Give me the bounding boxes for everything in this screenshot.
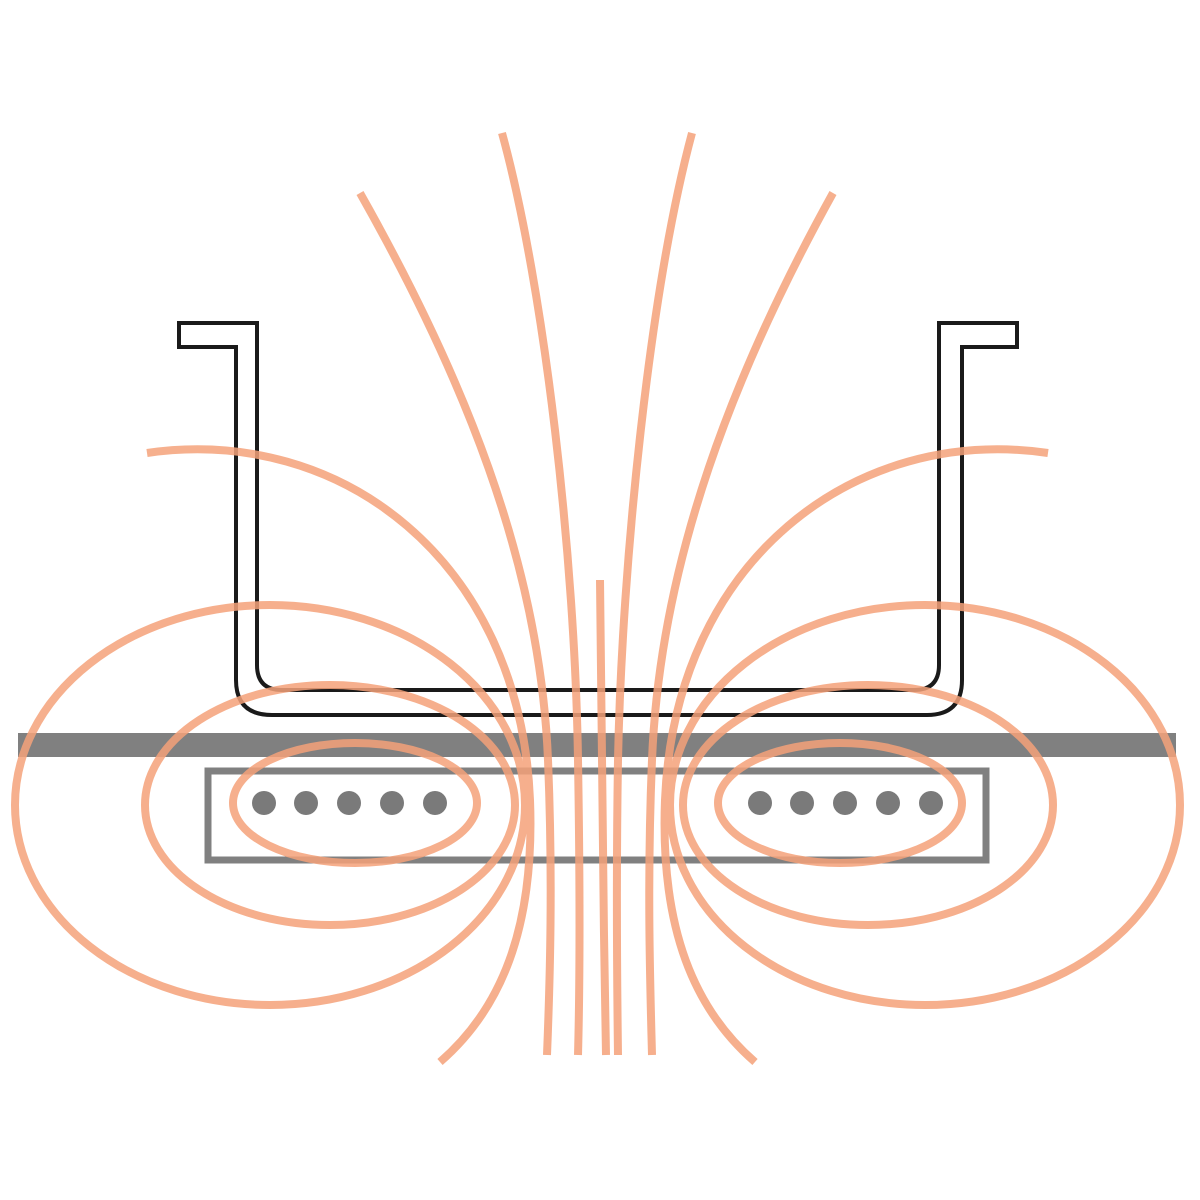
field-line-up-1 [356, 191, 555, 1056]
coil-winding-dot [252, 791, 276, 815]
coil-winding-dot [423, 791, 447, 815]
field-loop-left-middle [141, 681, 519, 929]
coil-winding-dot [337, 791, 361, 815]
field-loop-left-inner [229, 739, 481, 867]
coil-winding-dot [833, 791, 857, 815]
field-loop-right-outer [666, 601, 1184, 1009]
field-line-up-2 [498, 131, 584, 1056]
magnetic-field-lines [11, 131, 1184, 1066]
coil-windings-right [748, 791, 943, 815]
field-loop-right-middle [679, 681, 1057, 929]
coil-winding-dot [294, 791, 318, 815]
field-line-up-3 [612, 131, 696, 1056]
coil-housing [204, 767, 990, 864]
coil-winding-dot [748, 791, 772, 815]
field-arc-right-wide [660, 445, 1049, 1066]
coil-windings-left [252, 791, 447, 815]
field-loop-left-outer [11, 601, 529, 1009]
cooktop-glass-surface [18, 733, 1176, 757]
field-line-center-left [596, 579, 610, 1056]
coil-winding-dot [876, 791, 900, 815]
coil-winding-dot [790, 791, 814, 815]
field-line-up-4 [645, 191, 837, 1056]
coil-winding-dot [919, 791, 943, 815]
field-loop-right-inner [714, 739, 966, 867]
coil-winding-dot [380, 791, 404, 815]
field-arc-left-wide [146, 445, 535, 1066]
